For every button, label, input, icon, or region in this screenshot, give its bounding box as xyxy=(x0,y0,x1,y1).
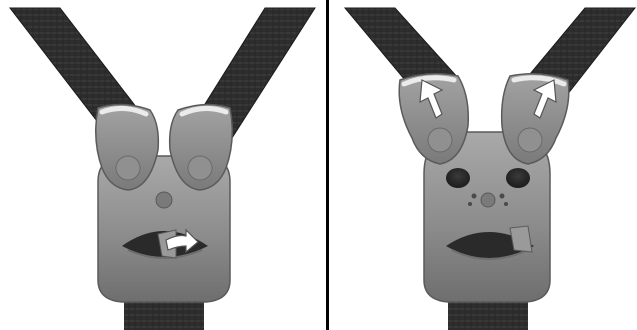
buckle-tongue-right[interactable] xyxy=(502,74,569,164)
tongue-slot-right xyxy=(506,168,530,188)
release-lever[interactable] xyxy=(510,226,532,252)
center-rivet xyxy=(481,193,495,207)
panel-divider xyxy=(326,0,329,330)
panel-step-2 xyxy=(345,8,635,330)
center-rivet xyxy=(156,192,172,208)
tongue-slot-left xyxy=(446,168,470,188)
panel-step-1 xyxy=(10,8,315,330)
